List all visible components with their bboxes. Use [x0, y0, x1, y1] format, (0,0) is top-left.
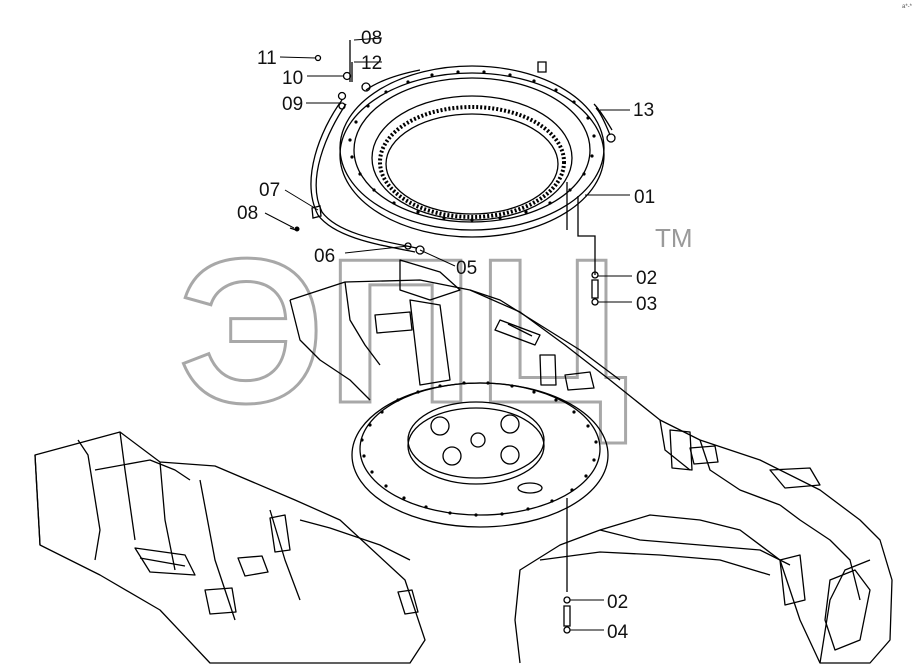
- undercarriage-frame: [34, 259, 893, 664]
- turntable-bolt-holes: [360, 381, 598, 517]
- label-11: 11: [257, 48, 277, 69]
- watermark: ЭПЦ TM: [177, 215, 693, 448]
- ring-bolt-holes: [348, 70, 596, 222]
- slewing-ring: [339, 61, 605, 238]
- part-labels: 01 02 03 02 04 05 06 07 08 08 09 10 11 1…: [237, 28, 657, 643]
- label-08-left: 08: [237, 203, 258, 224]
- grease-hose: [289, 40, 616, 255]
- leader-lines: [264, 37, 632, 631]
- label-12: 12: [361, 53, 382, 74]
- label-02-upper: 02: [636, 268, 657, 289]
- label-04: 04: [607, 622, 629, 643]
- label-08-top: 08: [361, 28, 382, 49]
- label-05: 05: [456, 258, 477, 279]
- frame-turntable: [351, 381, 609, 528]
- label-09: 09: [282, 94, 303, 115]
- watermark-trademark: TM: [655, 223, 693, 253]
- label-02-lower: 02: [607, 592, 628, 613]
- label-10: 10: [282, 68, 303, 89]
- label-06: 06: [314, 246, 335, 267]
- label-01: 01: [634, 187, 655, 208]
- corner-mark: a*-*: [902, 4, 913, 10]
- label-07: 07: [259, 180, 280, 201]
- label-13: 13: [633, 100, 654, 121]
- label-03: 03: [636, 294, 657, 315]
